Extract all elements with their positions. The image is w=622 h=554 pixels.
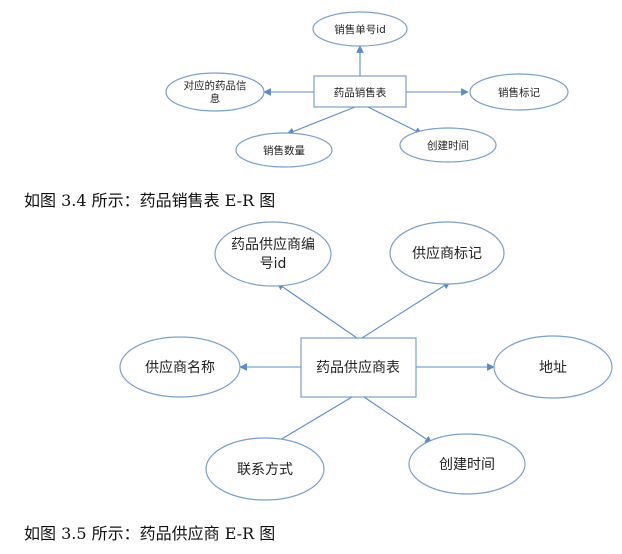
attr-sales-qty-label: 销售数量: [263, 144, 305, 157]
attr-supplier-time-label: 创建时间: [439, 457, 495, 473]
attr-supplier-contact-label: 联系方式: [237, 462, 293, 478]
attr-supplier-addr: [493, 335, 613, 399]
entity-sales-box: [313, 75, 407, 108]
entity-sales-label: 药品销售表: [334, 86, 387, 99]
entity-supplier-label: 药品供应商表: [316, 359, 400, 376]
edge-supplier-to-contact: [269, 396, 353, 447]
attr-supplier-time: [408, 433, 526, 495]
attr-sales-time: [399, 127, 497, 163]
diagram-sales: 药品销售表 销售单号id 对应的药品信 息 销售标记 销售数量 创建时间: [165, 11, 569, 168]
attr-supplier-addr-label: 地址: [539, 360, 567, 376]
edge-supplier-to-flag: [361, 281, 451, 339]
attr-sales-info: [165, 72, 265, 112]
entity-supplier-box: [300, 337, 417, 398]
attr-supplier-name-label: 供应商名称: [145, 359, 215, 376]
caption-supplier-er: 如图 3.5 所示：药品供应商 E-R 图: [24, 524, 276, 543]
attr-supplier-id: [214, 221, 332, 287]
attr-sales-qty: [235, 132, 333, 168]
attr-sales-id: [312, 11, 408, 47]
attr-supplier-id-label-1: 药品供应商编: [231, 236, 315, 253]
edge-supplier-to-id: [276, 282, 358, 339]
attr-sales-id-label: 销售单号id: [334, 23, 386, 36]
attr-supplier-contact: [205, 437, 325, 501]
attr-sales-flag-label: 销售标记: [498, 86, 540, 99]
attr-supplier-flag: [389, 221, 505, 285]
attr-supplier-id-label-2: 号id: [260, 256, 287, 272]
caption-sales-er: 如图 3.4 所示：药品销售表 E-R 图: [24, 191, 276, 210]
diagram-supplier: 药品供应商表 药品供应商编 号id 供应商标记 供应商名称 地址 联系方式 创建…: [119, 221, 613, 501]
edge-supplier-to-time: [363, 396, 433, 444]
attr-sales-time-label: 创建时间: [427, 139, 469, 152]
edge-sales-to-time: [367, 106, 423, 135]
attr-sales-info-label-2: 息: [210, 92, 221, 105]
attr-supplier-flag-label: 供应商标记: [412, 245, 482, 262]
attr-sales-flag: [469, 73, 569, 111]
attr-sales-info-label-1: 对应的药品信: [184, 79, 247, 92]
attr-supplier-name: [119, 336, 241, 398]
edge-sales-to-qty: [286, 106, 356, 136]
